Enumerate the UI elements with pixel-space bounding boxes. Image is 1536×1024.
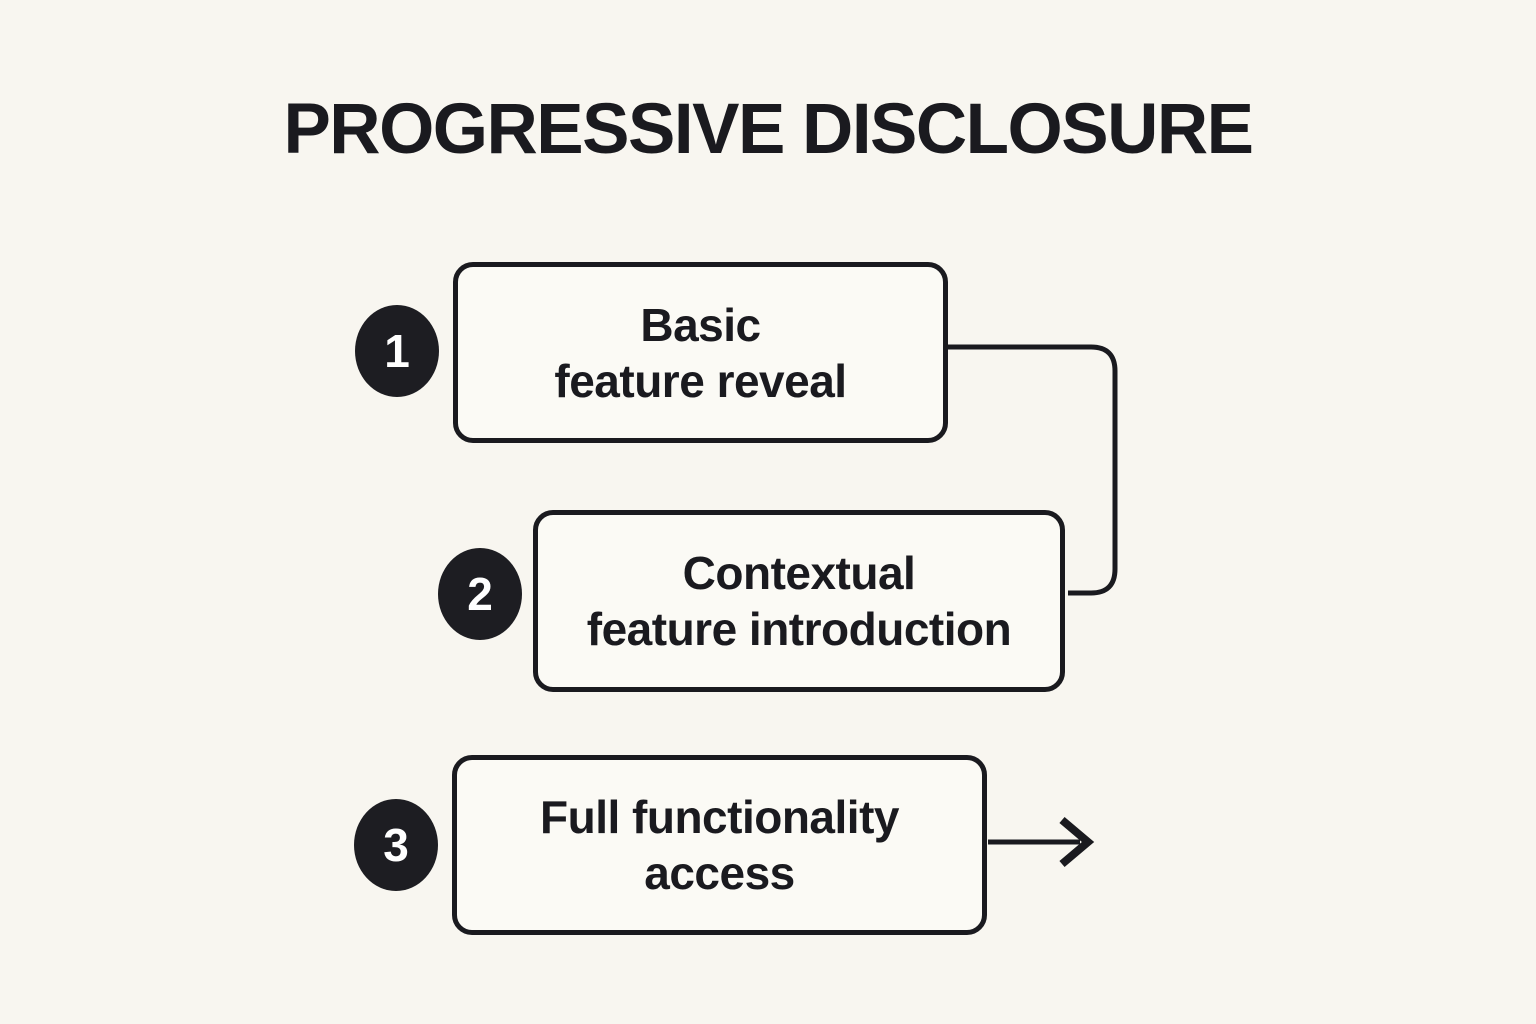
step-number: 1 <box>384 325 410 377</box>
step-label-line: access <box>644 847 795 899</box>
step-number: 2 <box>467 568 493 620</box>
page-title: PROGRESSIVE DISCLOSURE <box>283 90 1254 169</box>
step-label-line: feature introduction <box>586 603 1012 655</box>
step-number-badge-1: 1 <box>355 305 439 397</box>
step-label-line: Basic <box>640 298 761 351</box>
arrow-right-icon <box>1059 816 1095 868</box>
step-number-badge-2: 2 <box>438 548 522 640</box>
step-box-full-functionality-access: Full functionality access <box>452 755 987 935</box>
step-label-line: Contextual <box>682 547 916 599</box>
step-number: 3 <box>383 819 409 871</box>
step-box-basic-feature-reveal: Basic feature reveal <box>453 262 948 443</box>
step-box-contextual-feature-introduction: Contextual feature introduction <box>533 510 1065 692</box>
step-label-line: feature reveal <box>554 354 847 407</box>
step-number-badge-3: 3 <box>354 799 438 891</box>
step-label-line: Full functionality <box>540 791 899 843</box>
